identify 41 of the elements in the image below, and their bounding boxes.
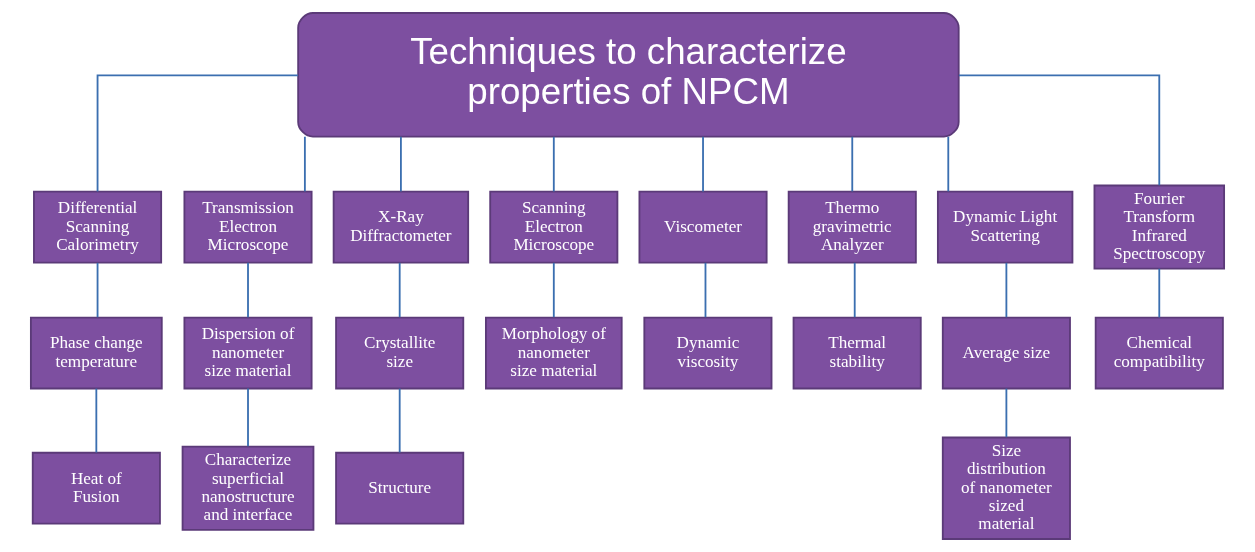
connector bbox=[552, 135, 555, 193]
node-box: Heat of Fusion bbox=[31, 451, 161, 525]
node-box: Differential Scanning Calorimetry bbox=[33, 190, 163, 264]
node-box: Size distribution of nanometer sized material bbox=[941, 436, 1071, 540]
node-box: Techniques to characterize properties of NPCM bbox=[297, 12, 960, 138]
connector bbox=[552, 261, 555, 319]
connector bbox=[96, 74, 299, 193]
node-box: X-Ray Diffractometer bbox=[332, 190, 470, 264]
connector bbox=[95, 387, 98, 454]
connector bbox=[1158, 267, 1161, 319]
connector bbox=[958, 74, 1161, 187]
node-box: Thermo gravimetric Analyzer bbox=[787, 190, 917, 264]
connector bbox=[702, 135, 704, 193]
node-box: Phase change temperature bbox=[29, 316, 163, 390]
node-box: Average size bbox=[941, 316, 1071, 390]
node-box: Characterize superficial nanostructure and interface bbox=[181, 445, 315, 531]
node-box: Scanning Electron Microscope bbox=[489, 190, 619, 264]
node-box: Thermal stability bbox=[792, 316, 922, 390]
node-box: Morphology of nanometer size material bbox=[485, 316, 623, 390]
connector bbox=[1005, 387, 1008, 439]
node-box: Chemical compatibility bbox=[1094, 316, 1224, 390]
connector bbox=[247, 387, 249, 448]
connector bbox=[1005, 261, 1008, 319]
node-box: Dynamic viscosity bbox=[643, 316, 773, 390]
connector bbox=[247, 261, 249, 319]
connector bbox=[303, 135, 306, 193]
node-box: Fourier Transform Infrared Spectroscopy bbox=[1093, 184, 1226, 270]
node-box: Structure bbox=[335, 451, 465, 525]
node-box: Transmission Electron Microscope bbox=[183, 190, 313, 264]
node-box: Viscometer bbox=[638, 190, 768, 264]
node-box: Dynamic Light Scattering bbox=[936, 190, 1074, 264]
node-box: Dispersion of nanometer size material bbox=[183, 316, 313, 390]
node-box: Crystallite size bbox=[335, 316, 465, 390]
connector bbox=[947, 135, 950, 193]
connector bbox=[704, 261, 707, 319]
connector bbox=[400, 135, 402, 193]
connector bbox=[398, 387, 401, 454]
connector bbox=[853, 261, 856, 319]
connector bbox=[96, 261, 99, 319]
connector bbox=[398, 261, 401, 319]
connector bbox=[851, 135, 854, 193]
